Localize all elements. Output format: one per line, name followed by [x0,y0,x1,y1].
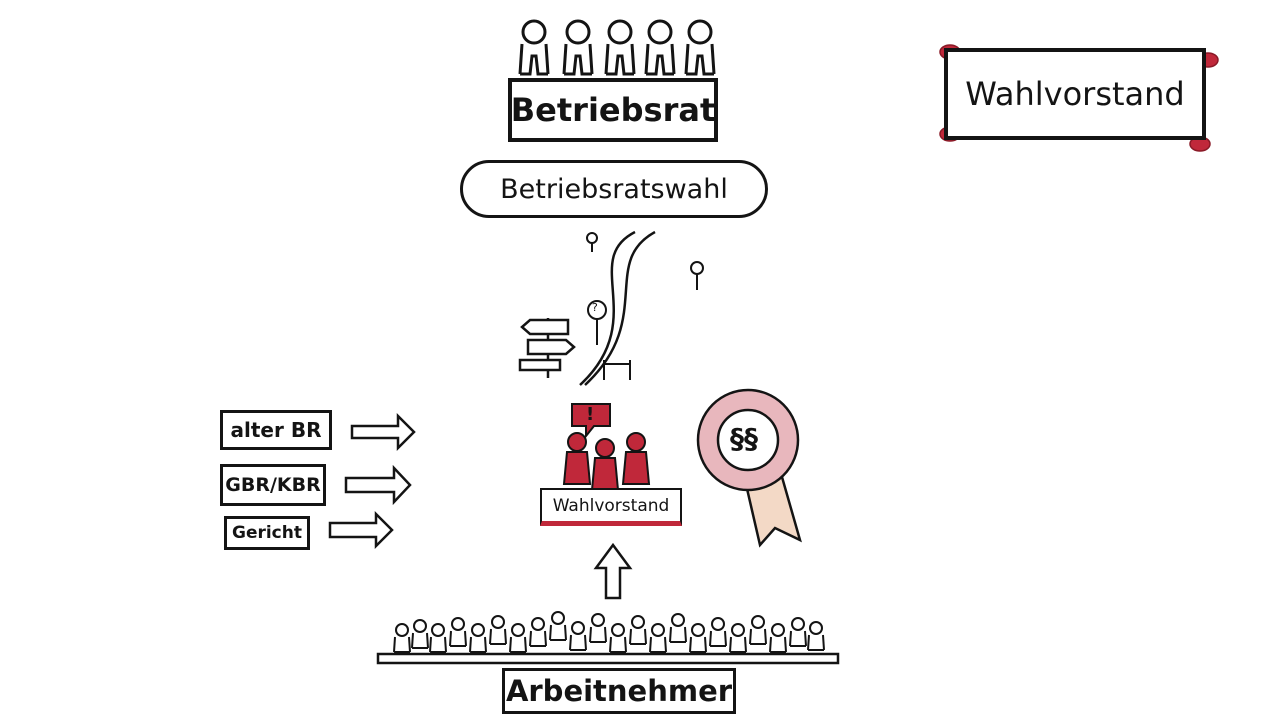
title-frame: Wahlvorstand [944,48,1206,140]
title-label: Wahlvorstand [965,75,1185,113]
arrow-right-icon [328,412,416,550]
signpost-icon [518,318,576,378]
committee-people-icon [563,432,650,491]
source-label: GBR/KBR [225,474,321,496]
question-marker-icon [586,232,704,345]
gate-icon [603,360,631,380]
workers-label: Arbeitnehmer [505,674,733,708]
source-box-gericht: Gericht [224,516,310,550]
committee-box: Wahlvorstand [540,488,682,526]
source-label: Gericht [231,523,302,543]
workers-platform [376,652,840,665]
election-label: Betriebsratswahl [500,173,728,205]
workers-crowd-icon [393,611,825,653]
source-box-gbr-kbr: GBR/KBR [220,464,326,506]
alert-bubble-icon [571,403,611,439]
seal-icon [696,388,802,548]
source-label: alter BR [230,418,322,442]
workers-box: Arbeitnehmer [502,668,736,714]
seal-symbol: §§ [730,422,758,455]
source-box-alter-br: alter BR [220,410,332,450]
council-label: Betriebsrat [510,91,716,129]
council-box: Betriebsrat [508,78,718,142]
question-symbol: ? [592,301,598,314]
alert-symbol: ! [586,404,595,425]
council-people-icon [518,19,716,76]
arrow-up-icon [593,542,633,600]
committee-label: Wahlvorstand [552,495,670,516]
election-pill: Betriebsratswahl [460,160,768,218]
road-icon [579,230,656,386]
